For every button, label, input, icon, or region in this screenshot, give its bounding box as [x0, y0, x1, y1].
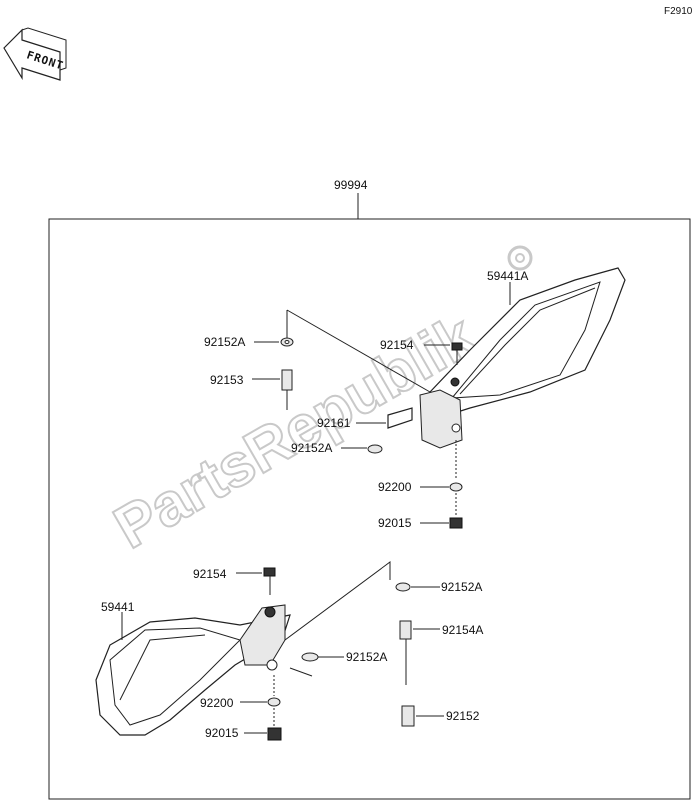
washer-92152A-mid: [367, 444, 383, 454]
diagram-code: F2910: [664, 6, 693, 17]
bolt-92154-upper: [451, 342, 463, 351]
bolt-92154-lower: [263, 567, 276, 577]
front-arrow-icon: FRONT: [3, 27, 67, 81]
bolt-92154A: [399, 620, 412, 640]
label-92161: 92161: [317, 416, 351, 430]
nut-92015-upper: [449, 517, 463, 529]
label-92154A: 92154A: [442, 623, 483, 637]
label-92200-upper: 92200: [378, 480, 412, 494]
label-59441A: 59441A: [487, 269, 528, 283]
label-92152A-b: 92152A: [346, 650, 387, 664]
left-mirror-mount: [239, 604, 286, 666]
label-92152A-a: 92152A: [441, 580, 482, 594]
right-mirror-mount: [419, 389, 463, 449]
stud-92153: [281, 369, 293, 391]
label-92200-lower: 92200: [200, 696, 234, 710]
label-92152: 92152: [446, 709, 480, 723]
plate-92161: [387, 407, 413, 429]
assembly-label: 99994: [334, 178, 368, 192]
label-92154-upper: 92154: [380, 338, 414, 352]
left-mirror-assembly: [95, 561, 444, 741]
right-mirror-assembly: [252, 267, 626, 529]
label-59441: 59441: [101, 600, 135, 614]
gear-icon: [507, 245, 533, 271]
nut-92015-lower: [267, 727, 282, 741]
label-92152A-mid: 92152A: [291, 441, 332, 455]
label-92015-lower: 92015: [205, 726, 239, 740]
label-92153: 92153: [210, 373, 244, 387]
washer-92152A-b: [301, 652, 319, 662]
washer-92200-upper: [449, 482, 463, 492]
right-mirror-body: [429, 267, 626, 416]
spacer-92152: [401, 705, 415, 727]
label-92015-upper: 92015: [378, 516, 412, 530]
label-92154-lower: 92154: [193, 567, 227, 581]
washer-92200-lower: [267, 697, 281, 707]
assembly-frame: [48, 218, 691, 800]
label-92152A-top: 92152A: [204, 335, 245, 349]
washer-92152A-a: [395, 582, 411, 592]
